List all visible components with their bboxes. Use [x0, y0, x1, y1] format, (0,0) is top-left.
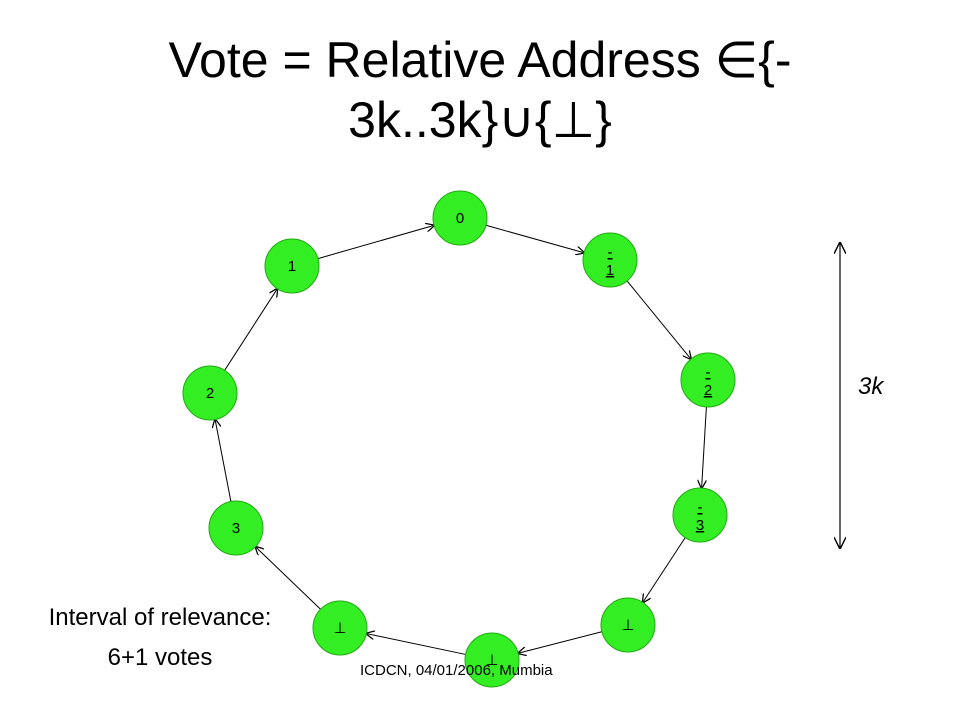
ring-node-label: -2 [704, 364, 712, 399]
ring-edge [255, 547, 321, 610]
ring-edge [317, 225, 434, 260]
ring-node: 0 [432, 190, 488, 246]
ring-edge [702, 406, 707, 488]
ring-node: 1 [264, 238, 320, 294]
ring-node: -3 [672, 487, 728, 543]
ring-node-label: 0 [456, 210, 464, 227]
ring-node: ⊥ [464, 632, 520, 688]
ring-node-circle [464, 632, 520, 688]
ring-node-circle [312, 600, 368, 656]
ring-node-circle [582, 232, 638, 288]
ring-node-label: -3 [696, 499, 704, 534]
ring-node-label: ⊥ [333, 620, 346, 637]
ring-node-circle [208, 500, 264, 556]
ring-node: 3 [208, 500, 264, 556]
ring-node: -1 [582, 232, 638, 288]
ring-node-label: 2 [206, 385, 214, 402]
ring-node: ⊥ [600, 597, 656, 653]
ring-node-circle [672, 487, 728, 543]
ring-edge [518, 631, 602, 654]
ring-node-circle [680, 352, 736, 408]
ring-node-label: -1 [606, 244, 614, 279]
ring-node: ⊥ [312, 600, 368, 656]
ring-edge [643, 537, 686, 603]
ring-node-circle [182, 365, 238, 421]
ring-node-label: ⊥ [485, 652, 498, 669]
ring-node-circle [432, 190, 488, 246]
ring-node-circle [264, 238, 320, 294]
ring-edge [485, 224, 584, 252]
slide-title-line1: Vote = Relative Address ∈{- [168, 32, 792, 88]
ring-node: -2 [680, 352, 736, 408]
ring-edge [215, 420, 232, 502]
ring-node-circle [600, 597, 656, 653]
ring-edge [626, 280, 691, 359]
ring-edge [224, 289, 278, 371]
slide-title-line2: 3k..3k}∪{⊥} [348, 92, 612, 148]
annotation-line1: Interval of relevance: [48, 604, 272, 631]
ring-node-label: 1 [288, 258, 296, 275]
ring-node-label: 3 [232, 520, 240, 537]
ring-edge [366, 634, 466, 655]
slide-footer: ICDCN, 04/01/2006, Mumbia [360, 662, 553, 679]
ring-node-label: ⊥ [621, 617, 634, 634]
scale-label: 3k [858, 373, 884, 400]
annotation-line2: 6+1 votes [107, 644, 213, 671]
ring-node: 2 [182, 365, 238, 421]
